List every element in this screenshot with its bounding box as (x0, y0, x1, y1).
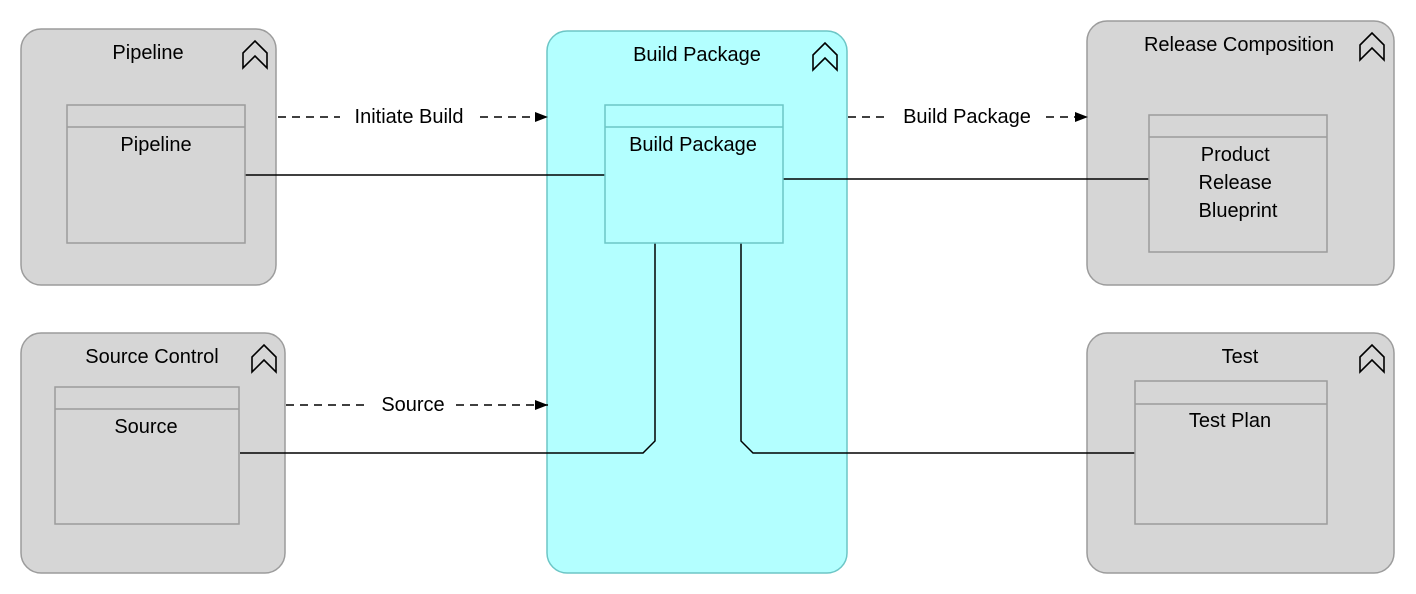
element-pipeline-box (66, 104, 246, 244)
element-source-label: Source (114, 416, 177, 438)
element-label-line-1: Product (1201, 144, 1270, 166)
chevron-up-icon (251, 343, 277, 374)
element-build-package-label: Build Package (629, 134, 757, 156)
element-product-release-blueprint-label: Product Release Blueprint (1199, 144, 1278, 222)
group-build-package-title: Build Package (633, 44, 761, 66)
group-pipeline-title: Pipeline (112, 42, 183, 64)
element-build-package-box (604, 104, 784, 244)
connectors (240, 174, 1149, 454)
chevron-up-icon (242, 39, 268, 70)
element-product-release-blueprint[interactable]: Product Release Blueprint (1148, 114, 1328, 253)
element-pipeline[interactable]: Pipeline (66, 104, 246, 244)
group-source-control-title: Source Control (85, 346, 218, 368)
connector-build-test (740, 243, 1135, 454)
flow-build-package[interactable]: Build Package (848, 106, 1088, 128)
chevron-up-icon (1359, 31, 1385, 62)
element-label-line-2: Release (1199, 172, 1272, 194)
flow-initiate-build-label: Initiate Build (355, 106, 464, 128)
element-pipeline-label: Pipeline (120, 134, 191, 156)
flow-initiate-build[interactable]: Initiate Build (278, 106, 548, 128)
element-build-package[interactable]: Build Package (604, 104, 784, 244)
element-product-release-blueprint-box (1148, 114, 1328, 253)
element-test-plan[interactable]: Test Plan (1134, 380, 1328, 525)
flow-build-package-label: Build Package (903, 106, 1031, 128)
element-source-box (54, 386, 240, 525)
element-source[interactable]: Source (54, 386, 240, 525)
flow-source[interactable]: Source (286, 394, 548, 416)
flow-source-label: Source (381, 394, 444, 416)
chevron-up-icon (812, 41, 838, 72)
group-release-composition-title: Release Composition (1144, 34, 1334, 56)
element-label-line-3: Blueprint (1199, 200, 1278, 222)
chevron-up-icon (1359, 343, 1385, 374)
element-test-plan-label: Test Plan (1189, 410, 1271, 432)
connector-source-build (240, 243, 656, 454)
group-test-title: Test (1222, 346, 1259, 368)
element-test-plan-box (1134, 380, 1328, 525)
